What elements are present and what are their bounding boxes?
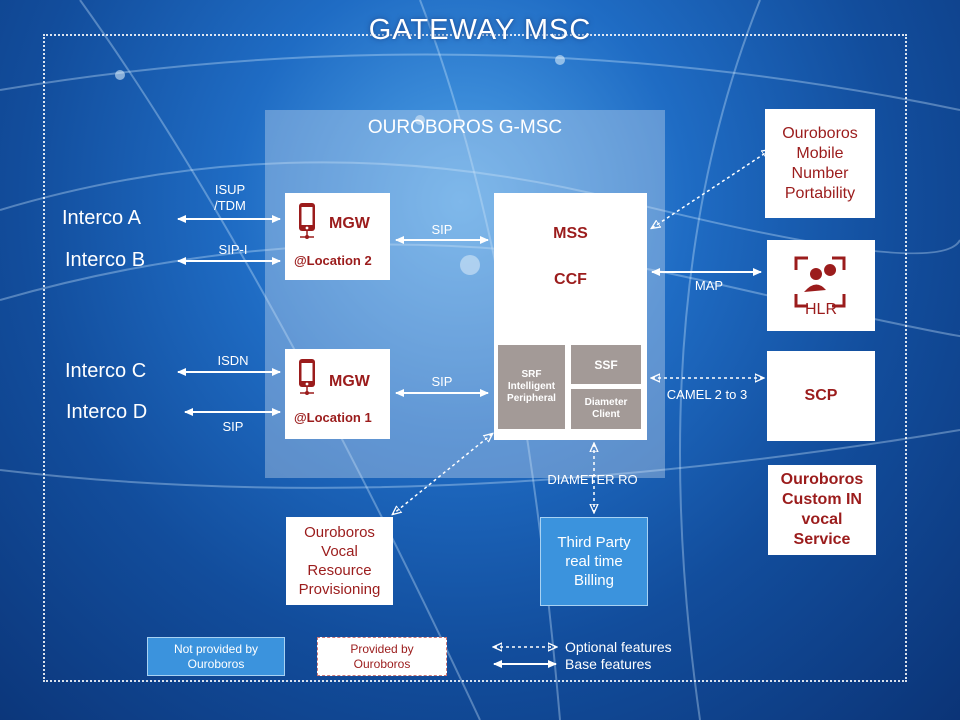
map-label: MAP (694, 278, 724, 293)
legend-not-provided: Not provided by Ouroboros (147, 637, 285, 676)
hlr-box: HLR (767, 240, 875, 331)
mss-label: MSS (553, 225, 588, 242)
vocal-resource-box: Ouroboros Vocal Resource Provisioning (286, 517, 393, 605)
interco-a-label: Interco A (62, 207, 141, 229)
hlr-label: HLR (804, 301, 837, 318)
srf-module: SRF Intelligent Peripheral (498, 345, 565, 429)
gmsc-title: OUROBOROS G-MSC (367, 117, 563, 138)
interco-d-label: Interco D (66, 401, 148, 423)
ccf-label: CCF (554, 271, 587, 288)
custom-in-box: Ouroboros Custom IN vocal Service (768, 465, 876, 555)
location-1-label: @Location 1 (294, 410, 372, 425)
arrow-mnp (652, 150, 770, 228)
mgw-location-2-box: MGW @Location 2 (285, 193, 390, 280)
arrow-vocal (393, 434, 492, 514)
phone-icon (299, 203, 315, 239)
location-2-label: @Location 2 (294, 253, 372, 268)
legend-optional-label: Optional features (565, 639, 672, 655)
legend-base-label: Base features (565, 656, 652, 672)
sip-bottom-label: SIP (431, 374, 453, 389)
diameter-client-module: Diameter Client (571, 389, 641, 429)
page-title: GATEWAY MSC (368, 14, 592, 46)
sip-top-label: SIP (431, 222, 453, 237)
legend-provided: Provided by Ouroboros (317, 637, 447, 676)
mgw-top-label: MGW (329, 215, 370, 232)
interco-c-label: Interco C (65, 360, 147, 382)
scp-box: SCP (767, 351, 875, 441)
phone-icon (299, 359, 315, 395)
mgw-location-1-box: MGW @Location 1 (285, 349, 390, 439)
sip-i-label: SIP-I (218, 242, 248, 257)
mgw-bottom-label: MGW (329, 373, 370, 390)
isdn-label: ISDN (217, 353, 249, 368)
gateway-msc-frame (43, 34, 907, 682)
billing-box: Third Party real time Billing (540, 517, 648, 606)
interco-b-label: Interco B (65, 249, 146, 271)
hlr-user-icon (794, 256, 846, 308)
mss-ccf-box: MSS CCF SRF Intelligent Peripheral SSF D… (494, 193, 647, 440)
sip-d-label: SIP (222, 419, 244, 434)
mnp-box: Ouroboros Mobile Number Portability (765, 109, 875, 218)
camel-label: CAMEL 2 to 3 (666, 387, 748, 402)
isup-tdm-label: ISUP /TDM (214, 182, 246, 213)
ssf-module: SSF (571, 345, 641, 384)
